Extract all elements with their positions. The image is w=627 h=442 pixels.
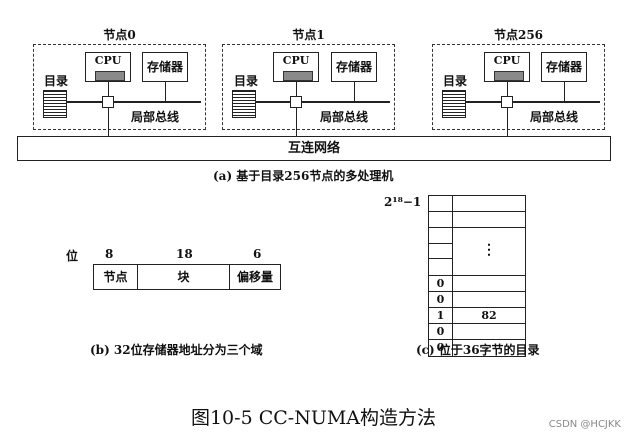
table-row: ⋮ bbox=[429, 228, 525, 276]
ellipsis: ⋮ bbox=[482, 242, 496, 258]
node-frame bbox=[33, 44, 206, 130]
directory-table: ⋮ 0 0 1 82 0 0 bbox=[428, 195, 526, 357]
network-connector bbox=[507, 108, 508, 136]
table-cell bbox=[429, 244, 452, 260]
node-frame bbox=[432, 44, 605, 130]
chip-icon bbox=[95, 71, 125, 81]
directory-block bbox=[442, 90, 466, 118]
cpu-connector bbox=[108, 82, 109, 97]
directory-block bbox=[43, 90, 67, 118]
memory-box: 存储器 bbox=[142, 52, 188, 82]
chip-icon bbox=[283, 71, 313, 81]
node-title: 节点1 bbox=[292, 28, 325, 42]
credit-text: CSDN @HCJKK bbox=[548, 419, 621, 430]
node-frame bbox=[222, 44, 395, 130]
directory-label: 目录 bbox=[234, 74, 259, 88]
directory-label: 目录 bbox=[44, 74, 69, 88]
table-cell: 1 bbox=[429, 308, 453, 323]
table-cell bbox=[453, 324, 525, 339]
memory-connector bbox=[354, 82, 355, 102]
node-title: 节点0 bbox=[103, 28, 136, 42]
table-cell bbox=[429, 228, 452, 244]
caption-c: (c) 位于36字节的目录 bbox=[416, 343, 540, 357]
table-cell bbox=[453, 212, 525, 227]
table-cell bbox=[453, 276, 525, 291]
local-bus-label: 局部总线 bbox=[530, 110, 579, 124]
cpu-label: CPU bbox=[493, 54, 521, 67]
directory-top-label: 2¹⁸−1 bbox=[384, 195, 422, 209]
table-row bbox=[429, 212, 525, 228]
table-cell bbox=[429, 228, 453, 275]
chip-icon bbox=[494, 71, 524, 81]
table-cell bbox=[429, 259, 452, 275]
directory-block bbox=[232, 90, 256, 118]
cpu-box: CPU bbox=[85, 52, 131, 82]
table-cell: 0 bbox=[429, 324, 453, 339]
table-cell: 0 bbox=[429, 340, 453, 356]
local-bus-line bbox=[466, 101, 600, 103]
bits-offset: 6 bbox=[253, 247, 262, 261]
cpu-box: CPU bbox=[484, 52, 530, 82]
memory-connector bbox=[564, 82, 565, 102]
table-row: 0 bbox=[429, 340, 525, 356]
cpu-connector bbox=[507, 82, 508, 97]
cpu-box: CPU bbox=[273, 52, 319, 82]
node-title: 节点256 bbox=[493, 28, 544, 42]
switch-icon bbox=[102, 96, 114, 108]
switch-icon bbox=[290, 96, 302, 108]
table-cell: 82 bbox=[481, 309, 497, 322]
table-row: 0 bbox=[429, 276, 525, 292]
field-offset: 偏移量 bbox=[236, 270, 273, 284]
address-fields: 节点 块 偏移量 bbox=[93, 264, 281, 290]
switch-icon bbox=[501, 96, 513, 108]
memory-box: 存储器 bbox=[331, 52, 377, 82]
table-cell: 0 bbox=[429, 292, 453, 307]
interconnect-network: 互连网络 bbox=[17, 136, 611, 161]
memory-connector bbox=[165, 82, 166, 102]
directory-label: 目录 bbox=[443, 74, 468, 88]
network-connector bbox=[108, 108, 109, 136]
table-cell bbox=[453, 196, 525, 211]
bits-block: 18 bbox=[176, 247, 193, 261]
table-cell: 0 bbox=[429, 276, 453, 291]
cpu-label: CPU bbox=[94, 54, 122, 67]
field-block: 块 bbox=[138, 265, 230, 289]
figure-title: 图10-5 CC-NUMA构造方法 bbox=[190, 407, 437, 429]
local-bus-line bbox=[67, 101, 201, 103]
local-bus-label: 局部总线 bbox=[131, 110, 180, 124]
table-row: 1 82 bbox=[429, 308, 525, 324]
local-bus-line bbox=[256, 101, 390, 103]
table-cell bbox=[453, 292, 525, 307]
caption-a: (a) 基于目录256节点的多处理机 bbox=[213, 169, 394, 183]
memory-box: 存储器 bbox=[541, 52, 587, 82]
table-row: 0 bbox=[429, 292, 525, 308]
cpu-connector bbox=[296, 82, 297, 97]
bits-label: 位 bbox=[66, 249, 79, 263]
field-node: 节点 bbox=[94, 265, 138, 289]
table-cell bbox=[429, 196, 453, 211]
table-row: 0 bbox=[429, 324, 525, 340]
network-connector bbox=[296, 108, 297, 136]
cpu-label: CPU bbox=[282, 54, 310, 67]
table-row bbox=[429, 196, 525, 212]
caption-b: (b) 32位存储器地址分为三个域 bbox=[90, 343, 263, 357]
bits-node: 8 bbox=[105, 247, 114, 261]
local-bus-label: 局部总线 bbox=[320, 110, 369, 124]
table-cell bbox=[429, 212, 453, 227]
